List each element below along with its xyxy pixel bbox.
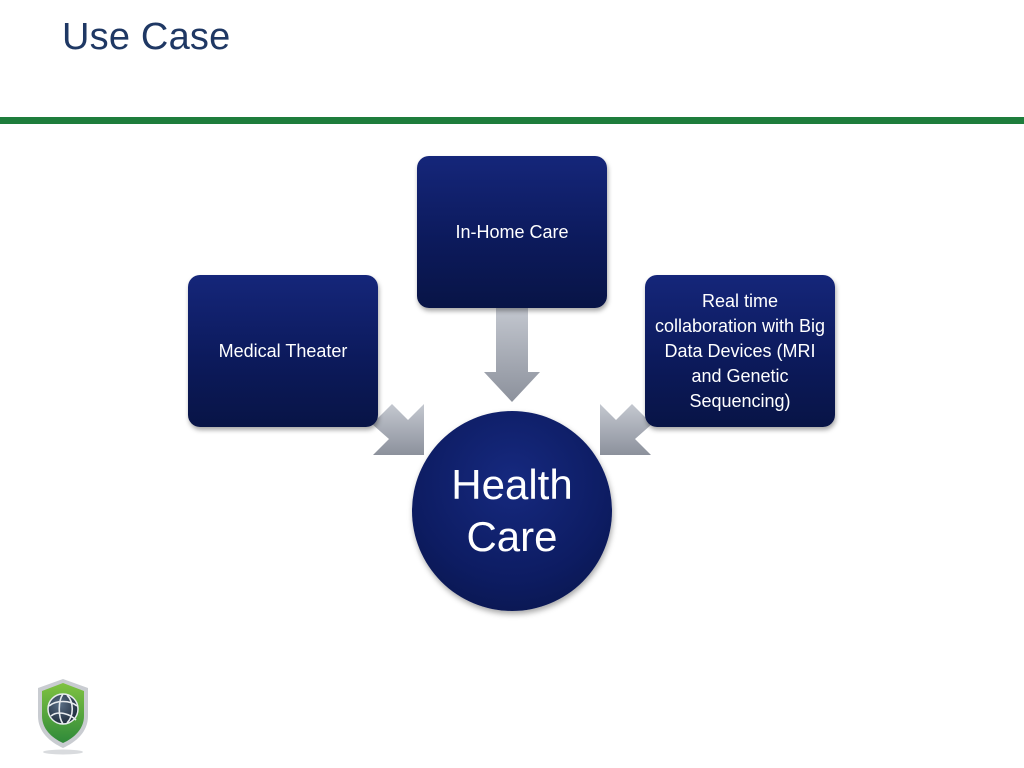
node-label: Medical Theater [218, 340, 348, 361]
arrow-real-time-collaboration [600, 404, 652, 455]
title-divider [0, 117, 1024, 124]
node-label: Real time collaboration with Big Data De… [654, 290, 826, 411]
center-label: Health Care [451, 461, 573, 560]
node-label: In-Home Care [455, 221, 569, 242]
arrow-medical-theater [372, 404, 424, 455]
slide-title: Use Case [62, 16, 231, 58]
node-in-home-care: In-Home Care [417, 156, 607, 308]
center-node-health-care: Health Care [412, 411, 612, 611]
arrow-in-home-care [484, 306, 540, 402]
node-medical-theater: Medical Theater [188, 275, 378, 427]
node-real-time-collaboration: Real time collaboration with Big Data De… [645, 275, 835, 427]
shield-globe-icon [38, 679, 88, 755]
